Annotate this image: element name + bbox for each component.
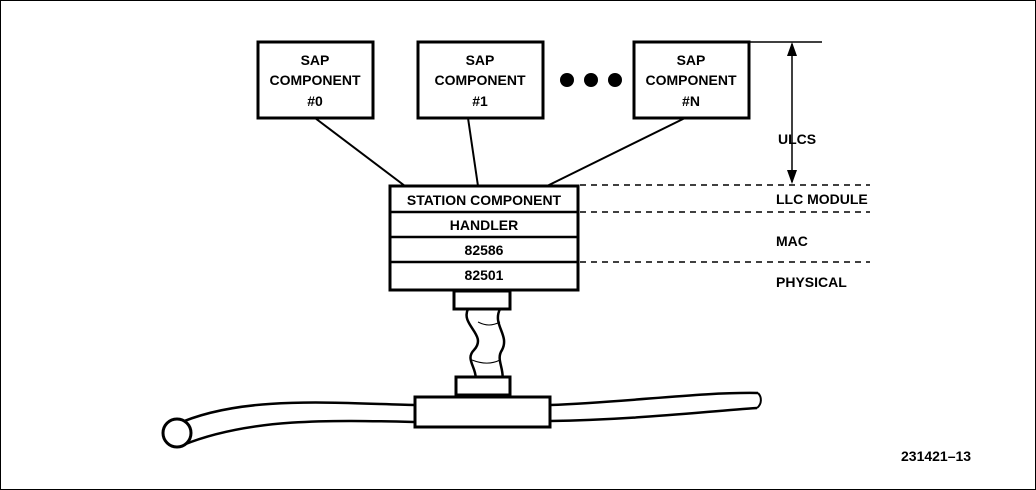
diagram-label: COMPONENT	[270, 72, 361, 88]
sap-component-n: SAP COMPONENT #N	[632, 40, 751, 120]
ellipsis-dots	[560, 73, 622, 87]
transceiver-tap	[413, 395, 552, 429]
diagram-label: #1	[472, 93, 488, 109]
diagram-label: SAP	[301, 52, 330, 68]
sap-component-0: SAP COMPONENT #0	[256, 40, 375, 120]
ulcs-label: ULCS	[778, 131, 816, 147]
connector-sap0	[314, 117, 406, 187]
station-component-label: STATION COMPONENT	[407, 192, 562, 208]
diagram-label: COMPONENT	[646, 72, 737, 88]
handler-label: HANDLER	[450, 217, 518, 233]
transceiver-plug-bottom	[454, 375, 512, 397]
llc-module-label: LLC MODULE	[776, 191, 868, 207]
connector-sapn	[546, 117, 686, 187]
chip-82586-label: 82586	[465, 242, 504, 258]
diagram-label: #0	[307, 93, 323, 109]
coaxial-cable	[161, 391, 762, 449]
station-stack: STATION COMPONENT HANDLER 82586 82501	[388, 184, 580, 292]
mac-label: MAC	[776, 233, 808, 249]
diagram-label: SAP	[677, 52, 706, 68]
sap-component-1: SAP COMPONENT #1	[416, 40, 545, 120]
diagram-label: #N	[682, 93, 700, 109]
cable-end-cap	[161, 417, 193, 449]
physical-label: PHYSICAL	[776, 274, 847, 290]
ulcs-dimension	[750, 41, 822, 184]
diagram-label: SAP	[466, 52, 495, 68]
diagram-label: COMPONENT	[435, 72, 526, 88]
connector-sap1	[467, 117, 479, 187]
transceiver-plug-top	[452, 289, 512, 311]
chip-82501-label: 82501	[465, 267, 504, 283]
figure-id: 231421–13	[901, 448, 971, 464]
